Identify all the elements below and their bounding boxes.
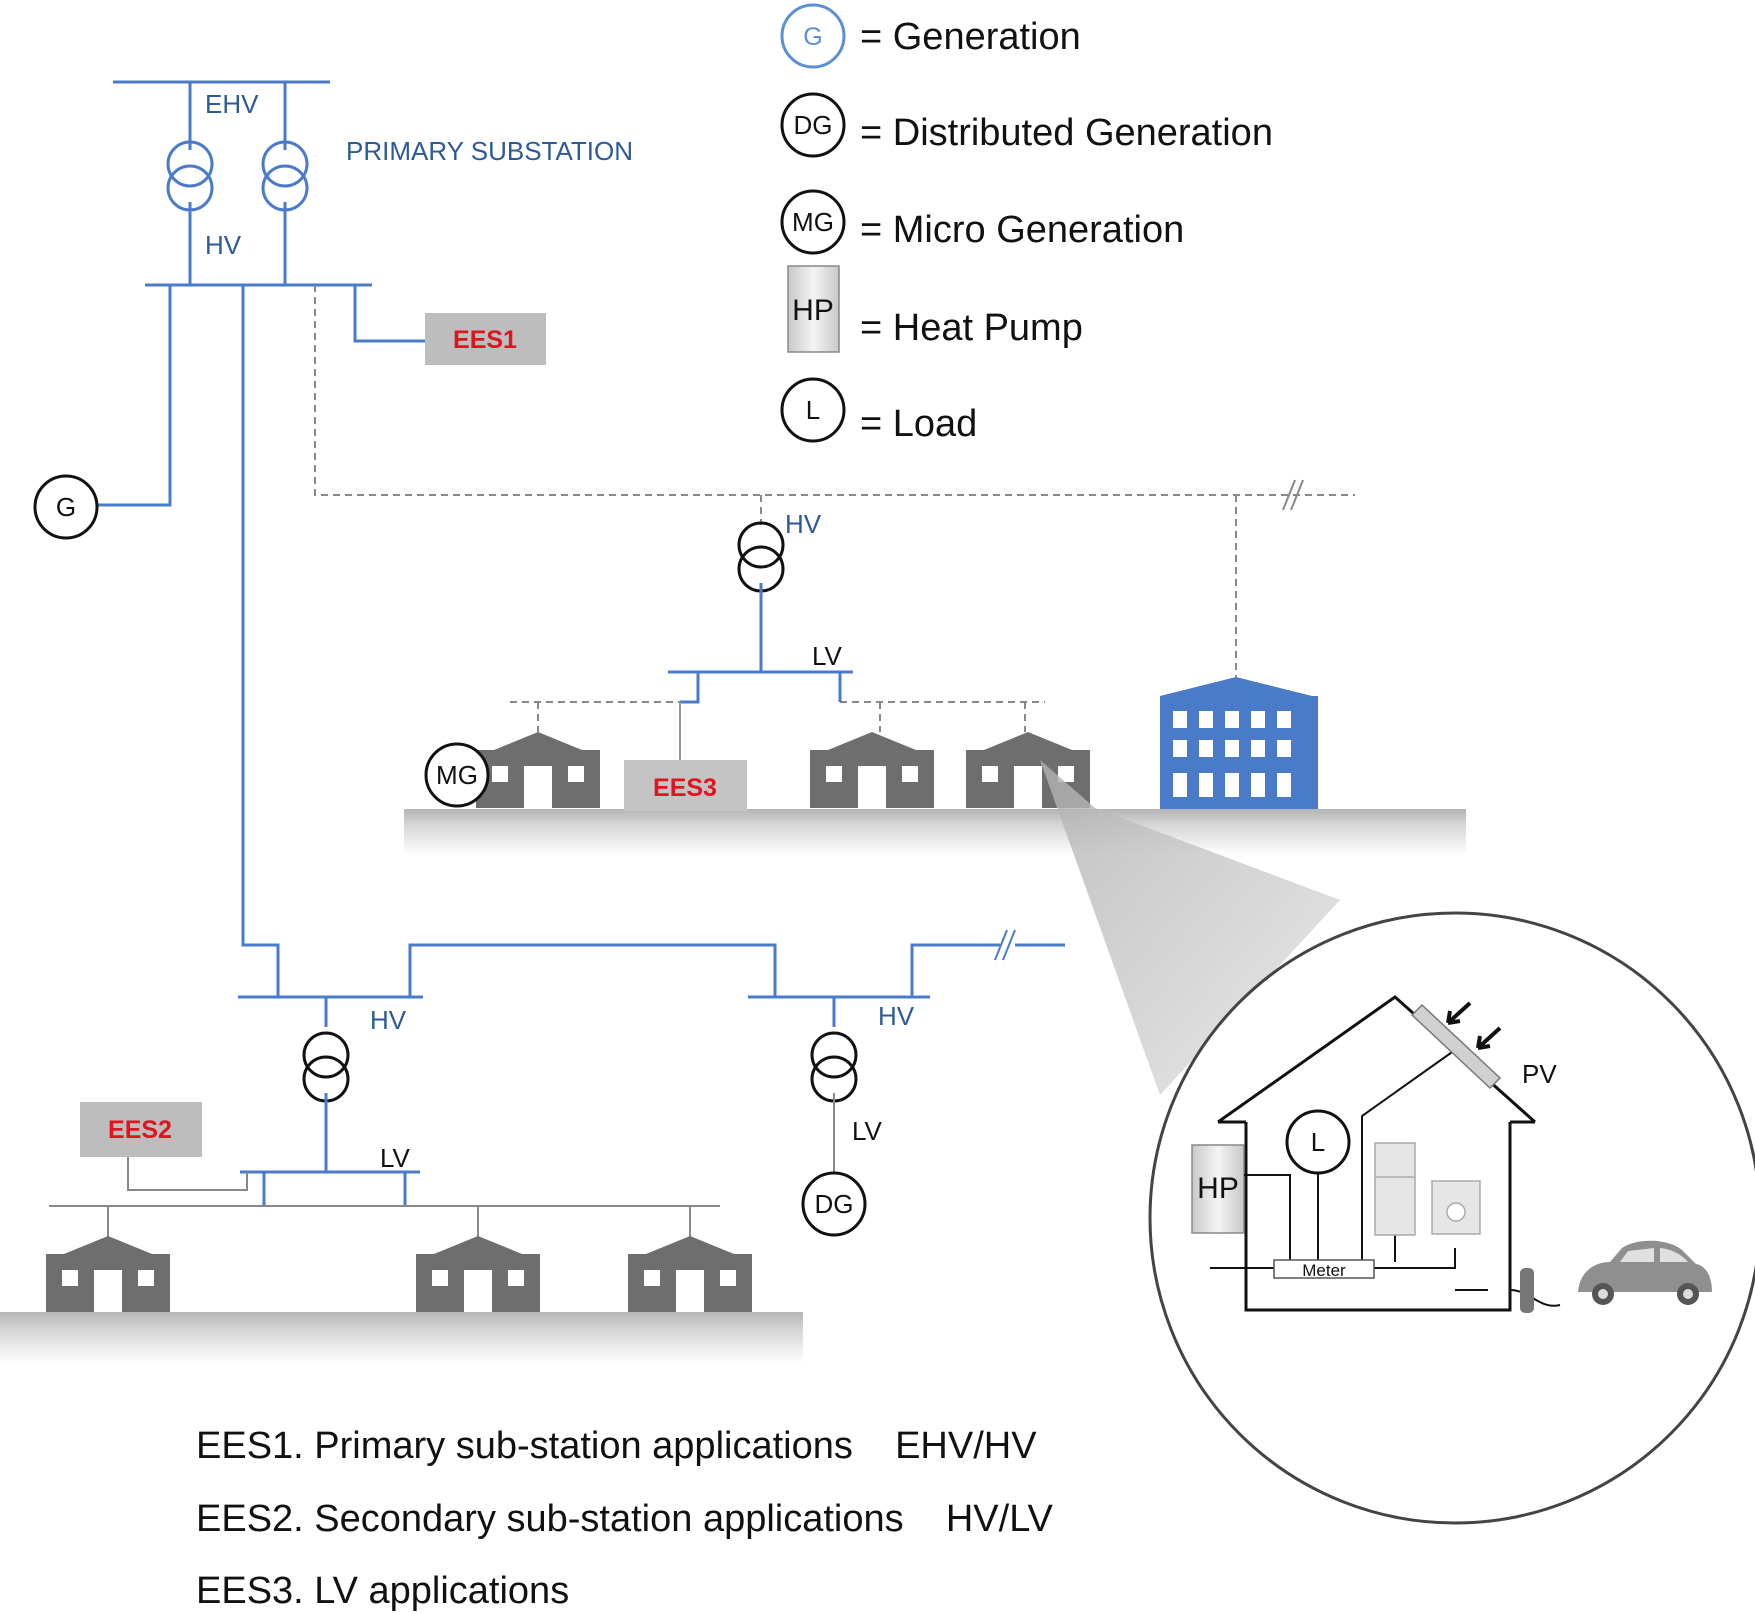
legend-dg-label: = Distributed Generation — [860, 112, 1273, 154]
zoom-cone — [1040, 760, 1340, 1095]
house-detail: PV HP L Meter — [1191, 995, 1712, 1313]
load-symbol: L — [1311, 1127, 1325, 1157]
footer-ees2: EES2. Secondary sub-station applications… — [196, 1498, 1054, 1540]
heat-pump-unit — [1191, 1144, 1245, 1234]
primary-substation-title: PRIMARY SUBSTATION — [346, 136, 633, 166]
upper-ground — [404, 809, 1466, 855]
lower-right-hv-label: HV — [878, 1001, 915, 1031]
fridge-icon — [1374, 1142, 1416, 1236]
ees3-label: EES3 — [653, 774, 717, 802]
legend-heat-pump: HP = Heat Pump — [787, 265, 1083, 353]
ees2-box: EES2 — [80, 1102, 202, 1157]
footer-ees1: EES1. Primary sub-station applications E… — [196, 1425, 1037, 1467]
office-building — [1160, 677, 1318, 809]
legend-mg-label: = Micro Generation — [860, 209, 1184, 251]
legend-hp-label: = Heat Pump — [860, 307, 1083, 349]
legend-load: L = Load — [780, 377, 977, 445]
lower-lv-wires — [49, 1093, 835, 1246]
dg-symbol: DG — [815, 1189, 854, 1219]
hp-label: HP — [1197, 1172, 1239, 1205]
upper-hv-label: HV — [785, 509, 822, 539]
lower-break-mark — [994, 929, 1016, 961]
upper-house-2 — [810, 732, 934, 808]
legend-mg-symbol: MG — [792, 207, 834, 237]
primary-substation — [97, 80, 425, 997]
ees3-box: EES3 — [624, 760, 747, 811]
legend-load-symbol: L — [806, 395, 820, 425]
micro-generation: MG — [424, 742, 490, 808]
upper-secondary-substation — [668, 521, 853, 704]
legend: G = Generation DG = Distributed Generati… — [780, 3, 1273, 445]
legend-generation-label: = Generation — [860, 16, 1081, 58]
upper-dashed-feeder — [314, 285, 1355, 732]
lower-left-hv-label: HV — [370, 1005, 407, 1035]
legend-hp-symbol: HP — [792, 294, 834, 327]
pv-label: PV — [1522, 1059, 1557, 1089]
generator: G — [33, 474, 99, 540]
ees1-label: EES1 — [453, 326, 517, 354]
mg-symbol: MG — [436, 760, 478, 790]
ees2-label: EES2 — [108, 1116, 172, 1144]
distributed-generation: DG — [801, 1171, 867, 1237]
upper-house-1 — [476, 732, 600, 808]
break-mark-upper — [1282, 479, 1304, 511]
legend-distributed-generation: DG = Distributed Generation — [780, 92, 1273, 158]
lower-hv-network — [238, 943, 1065, 1206]
lower-house-1 — [46, 1236, 170, 1312]
legend-dg-symbol: DG — [794, 110, 833, 140]
lower-house-2 — [416, 1236, 540, 1312]
lower-left-lv-label: LV — [380, 1143, 411, 1173]
generator-symbol: G — [56, 492, 76, 522]
ev-charger-icon — [1520, 1268, 1534, 1313]
lower-house-3 — [628, 1236, 752, 1312]
legend-generation-symbol: G — [803, 23, 822, 51]
footer-ees3: EES3. LV applications — [196, 1570, 569, 1612]
electric-car-icon — [1578, 1240, 1712, 1305]
meter-label: Meter — [1302, 1261, 1346, 1280]
legend-generation: G = Generation — [780, 3, 1081, 69]
lower-right-lv-label: LV — [852, 1116, 883, 1146]
legend-micro-generation: MG = Micro Generation — [780, 189, 1184, 255]
upper-lv-label: LV — [812, 641, 843, 671]
lower-ground — [0, 1312, 803, 1364]
primary-hv-label: HV — [205, 230, 242, 260]
ees1-box: EES1 — [425, 313, 546, 365]
legend-load-label: = Load — [860, 403, 977, 445]
primary-ehv-label: EHV — [205, 89, 259, 119]
